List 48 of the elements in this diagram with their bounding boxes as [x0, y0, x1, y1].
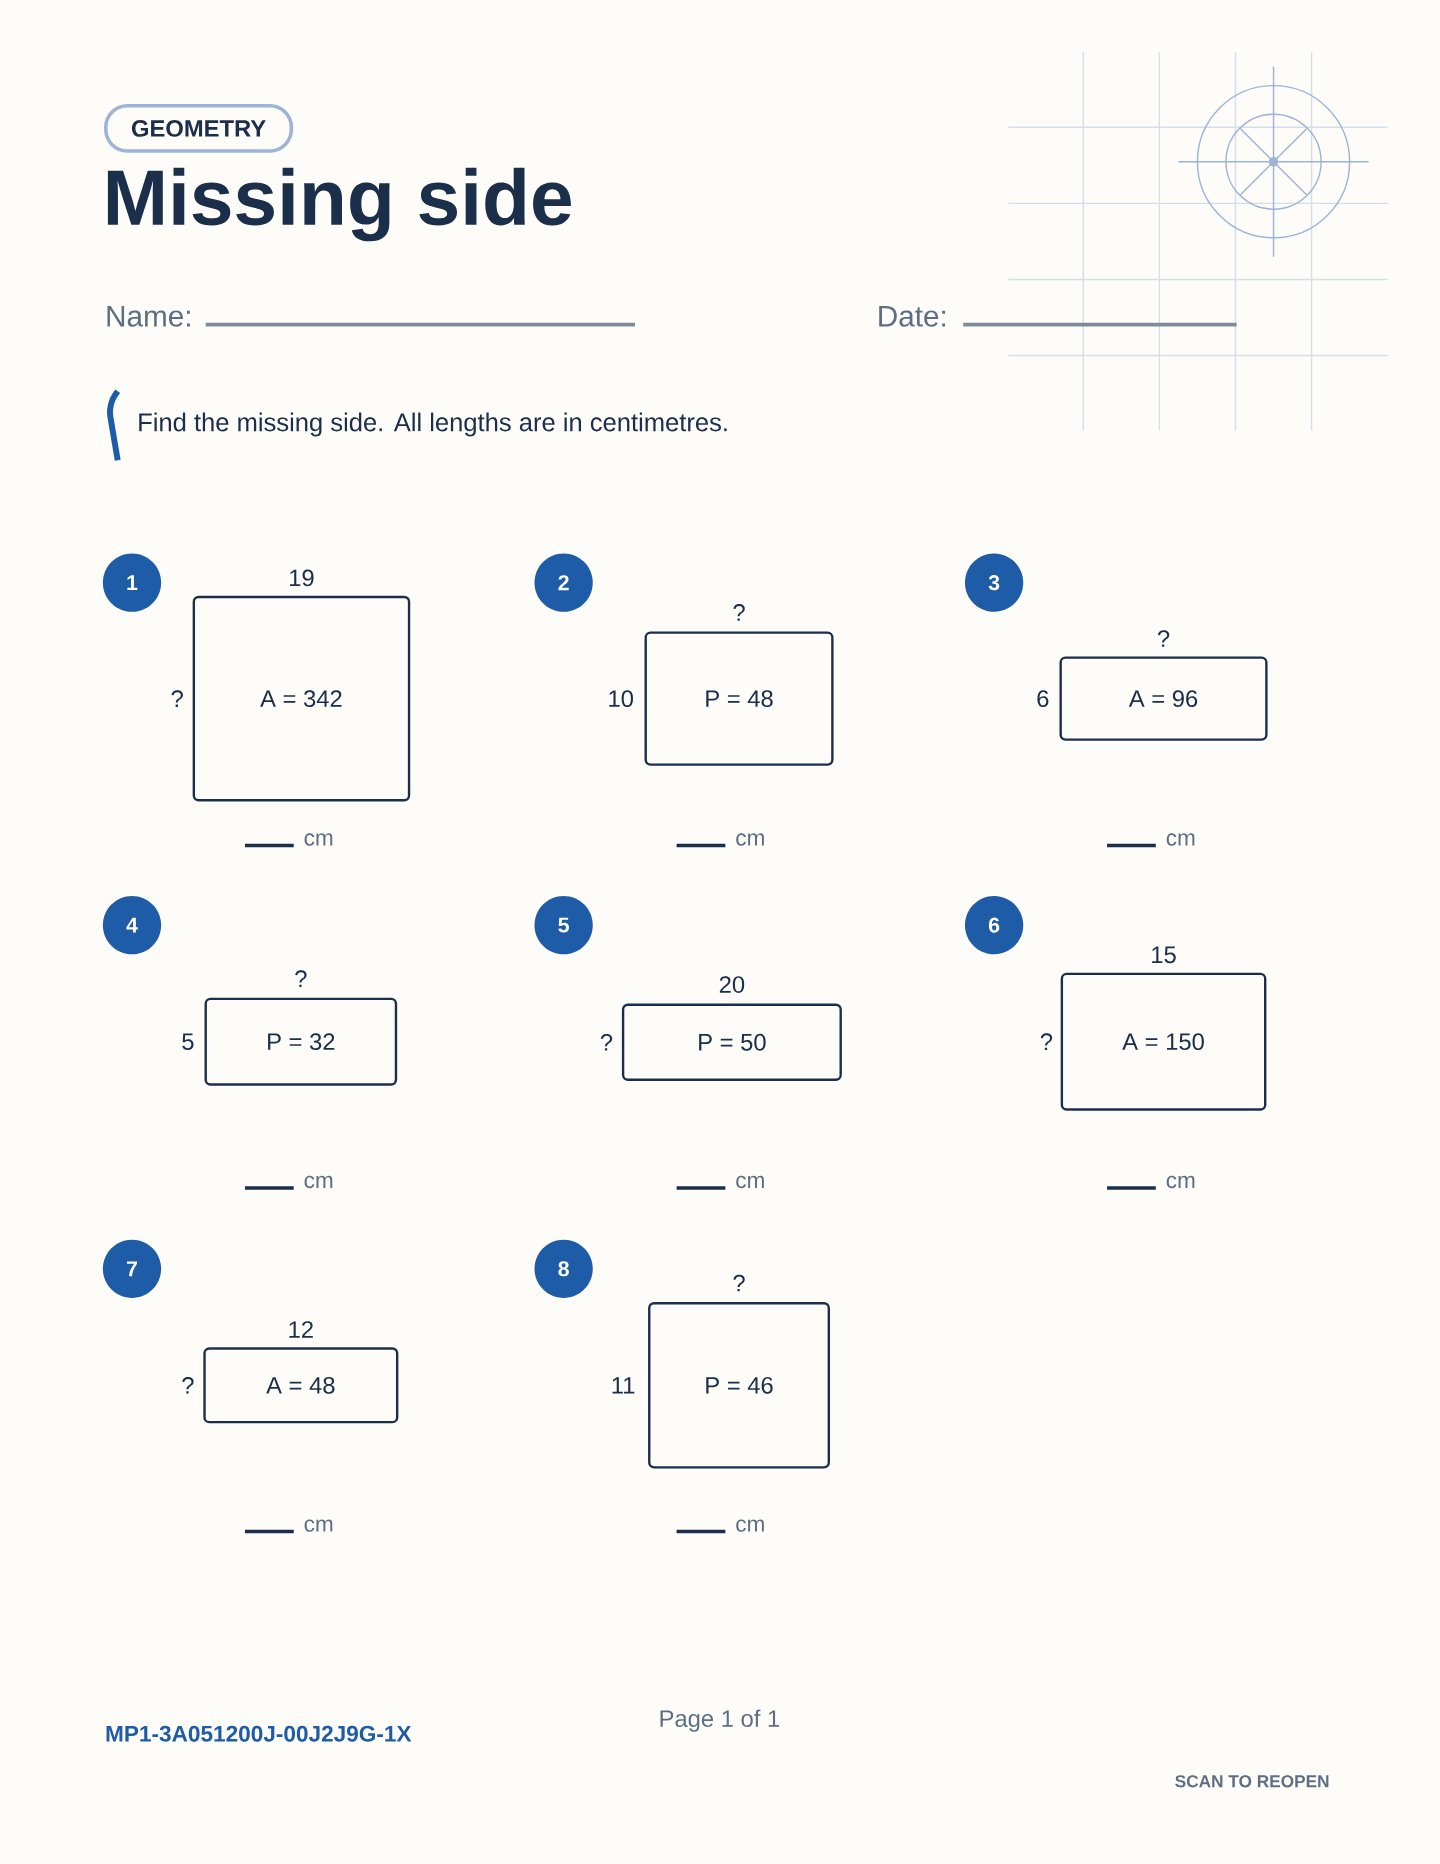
side-length: ? — [733, 604, 745, 621]
rectangle-figure: A = 48 — [203, 1347, 399, 1424]
rectangle-figure: P = 32 — [204, 997, 398, 1086]
side-length: 19 — [290, 569, 314, 587]
side-length: ? — [171, 690, 183, 707]
unit-label: cm — [736, 1175, 764, 1189]
problem-number: 7 — [102, 1239, 162, 1298]
side-length: ? — [733, 1274, 745, 1292]
side-length: ? — [295, 970, 307, 987]
side-length: ? — [600, 1033, 613, 1051]
rectangle-figure: P = 46 — [648, 1302, 830, 1469]
rectangle-figure: A = 342 — [192, 595, 411, 802]
problem-number: 5 — [534, 896, 593, 955]
problem-number: 2 — [534, 553, 593, 612]
unit-label: cm — [304, 1519, 333, 1532]
unit-label: cm — [1166, 833, 1195, 846]
rectangle-figure: P = 48 — [644, 631, 834, 766]
problem-number: 3 — [964, 553, 1024, 612]
side-length: 20 — [719, 976, 745, 993]
field-label: Name: — [107, 305, 190, 327]
problem-number: 6 — [964, 896, 1024, 955]
problem-number: 4 — [102, 896, 162, 955]
instruction-text: Find the missing side. All lengths are in centimetres. — [139, 412, 727, 437]
worksheet-code: MP1-3A051200J-00J2J9G-1X — [106, 1725, 412, 1742]
side-length: 11 — [612, 1377, 635, 1394]
side-length: 10 — [609, 690, 633, 707]
title: Missing side — [107, 167, 571, 242]
page-number: Page 1 of 1 — [660, 1709, 780, 1732]
unit-label: cm — [736, 833, 764, 846]
side-length: 15 — [1152, 946, 1176, 964]
unit-label: cm — [304, 1175, 333, 1189]
side-length: ? — [1040, 1033, 1053, 1050]
unit-label: cm — [736, 1519, 764, 1532]
problem-number: 8 — [534, 1239, 593, 1298]
side-length: 6 — [1037, 690, 1049, 707]
side-length: ? — [1157, 630, 1170, 647]
subject-tag: GEOMETRY — [104, 104, 294, 153]
side-length: 12 — [289, 1321, 313, 1338]
unit-label: cm — [304, 833, 333, 846]
field-label: Date: — [879, 305, 946, 327]
side-length: ? — [182, 1377, 194, 1394]
rectangle-figure: A = 96 — [1059, 656, 1268, 741]
rectangle-figure: P = 50 — [621, 1003, 842, 1081]
rectangle-figure: A = 150 — [1060, 972, 1267, 1111]
side-length: 5 — [182, 1033, 194, 1050]
problem-number: 1 — [102, 553, 162, 612]
scan-caption: SCAN TO REOPEN — [1175, 1775, 1329, 1788]
unit-label: cm — [1166, 1175, 1195, 1189]
